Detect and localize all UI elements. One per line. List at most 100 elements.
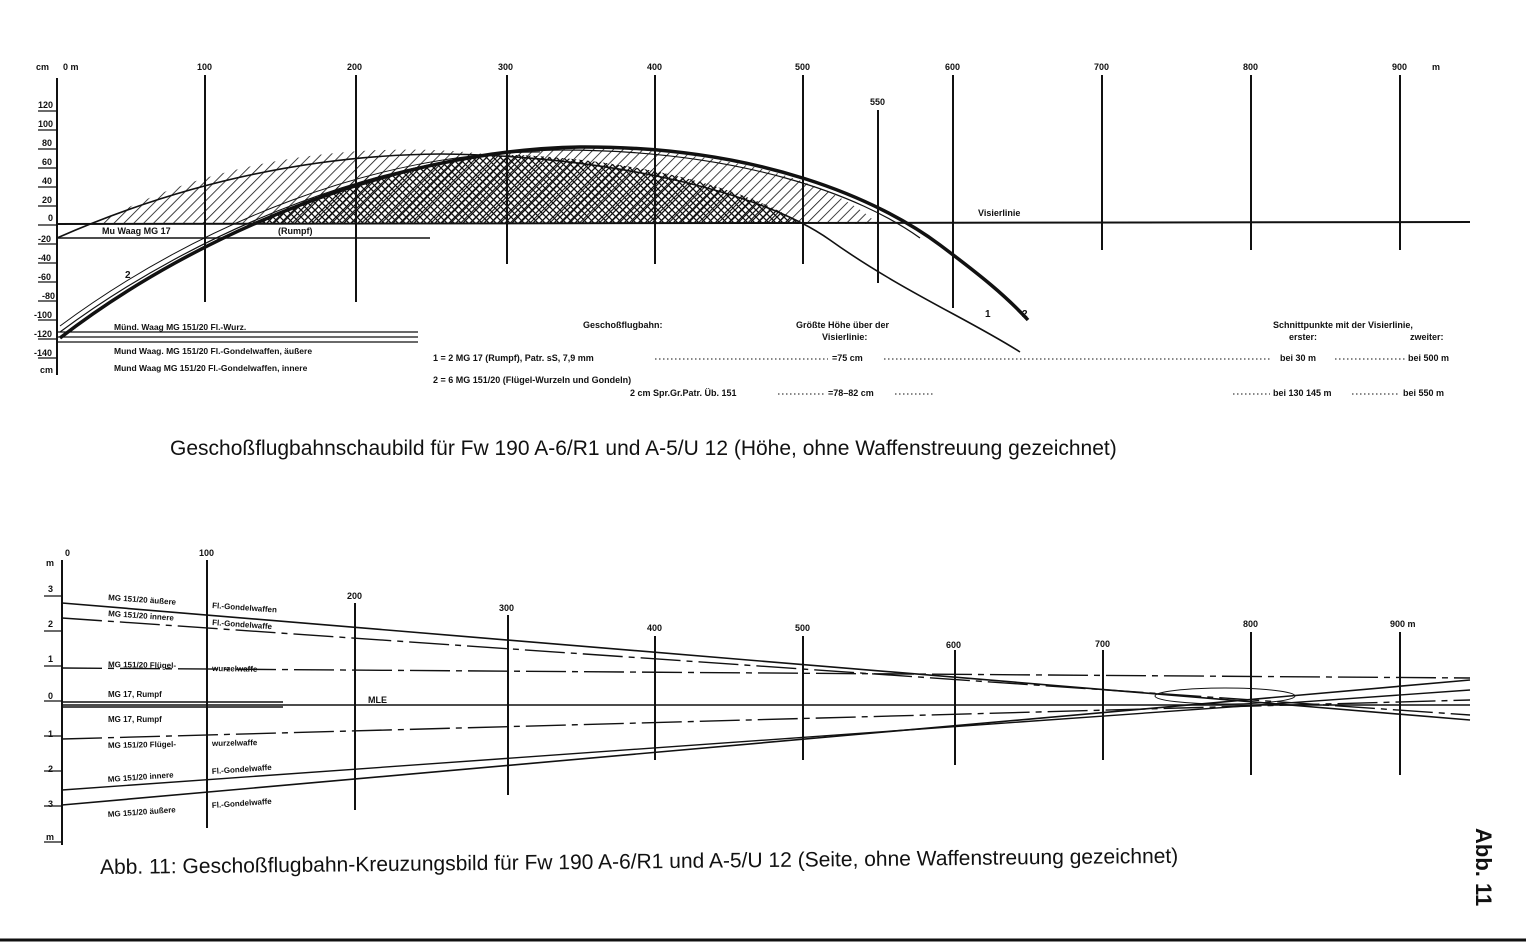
legend-col-height: Größte Höhe über der xyxy=(796,320,890,330)
top-y-label: -120 xyxy=(34,329,52,339)
mund-line-label: Mund Waag MG 151/20 Fl.-Gondelwaffen, in… xyxy=(114,363,308,373)
bottom-y-unit-top: m xyxy=(46,558,54,568)
weapon-label: MG 151/20 Flügel- xyxy=(108,660,177,670)
mund-line-label: Münd. Waag MG 151/20 Fl.-Wurz. xyxy=(114,322,246,332)
bottom-y-label: 1 xyxy=(48,729,53,739)
top-x-tick-500: 500 xyxy=(795,62,810,72)
bottom-y-unit-bottom: m xyxy=(46,832,54,842)
bottom-y-ticks xyxy=(44,595,62,843)
legend-col-trajectory: Geschoßflugbahn: xyxy=(583,320,663,330)
trajectory-overlap xyxy=(255,155,803,224)
top-x-tick-700: 700 xyxy=(1094,62,1109,72)
top-x-tick-900: 900 xyxy=(1392,62,1407,72)
rumpf-label: (Rumpf) xyxy=(278,226,313,236)
bottom-y-label: 2 xyxy=(48,764,53,774)
mle-label: MLE xyxy=(368,695,387,705)
trajectory-legend: Geschoßflugbahn: Größte Höhe über der Vi… xyxy=(433,320,1449,398)
legend-row2a: 2 = 6 MG 151/20 (Flügel-Wurzeln und Gond… xyxy=(433,375,631,385)
legend-row1-first: bei 30 m xyxy=(1280,353,1316,363)
legend-row2-first: bei 130 145 m xyxy=(1273,388,1332,398)
bottom-x-tick-900: 900 m xyxy=(1390,619,1416,629)
top-y-label: 120 xyxy=(38,100,53,110)
top-x-tick-300: 300 xyxy=(498,62,513,72)
top-x-tick-600: 600 xyxy=(945,62,960,72)
legend-row1-second: bei 500 m xyxy=(1408,353,1449,363)
top-x-tick-100: 100 xyxy=(197,62,212,72)
top-x-tick-400: 400 xyxy=(647,62,662,72)
bottom-x-tick-200: 200 xyxy=(347,591,362,601)
bottom-x-tick-800: 800 xyxy=(1243,619,1258,629)
legend-row1: 1 = 2 MG 17 (Rumpf), Patr. sS, 7,9 mm xyxy=(433,353,594,363)
top-y-ticks xyxy=(38,110,57,359)
trajectory-curve-2c xyxy=(59,151,541,327)
legend-col-second: zweiter: xyxy=(1410,332,1444,342)
inner-upper-line xyxy=(61,617,1471,716)
weapon-label: MG 151/20 äußere xyxy=(108,805,177,819)
mund-line-label: Mund Waag. MG 151/20 Fl.-Gondelwaffen, ä… xyxy=(114,346,312,356)
top-y-label: -60 xyxy=(38,272,51,282)
top-x-tick-800: 800 xyxy=(1243,62,1258,72)
bottom-x-tick-500: 500 xyxy=(795,623,810,633)
curve-2-label: 2 xyxy=(1022,309,1028,320)
trajectory-curve-2a xyxy=(58,145,1030,340)
top-y-label: -100 xyxy=(34,310,52,320)
mu-waag-mg17-label: Mu Waag MG 17 xyxy=(102,226,171,236)
curve-2-label-left: 2 xyxy=(125,270,131,281)
wingroot-lower-line xyxy=(61,699,1471,740)
bottom-x-tick-600: 600 xyxy=(946,640,961,650)
legend-col-height-2: Visierlinie: xyxy=(822,332,867,342)
sight-line-label: Visierlinie xyxy=(978,208,1020,218)
weapon-label: wurzelwaffe xyxy=(211,664,258,674)
bottom-y-label: 3 xyxy=(48,799,53,809)
bottom-x-tick-100: 100 xyxy=(199,548,214,558)
bottom-y-label: 2 xyxy=(48,619,53,629)
top-y-label: -140 xyxy=(34,348,52,358)
bottom-distance-lines xyxy=(206,560,1401,828)
height-diagram-caption: Geschoßflugbahnschaubild für Fw 190 A-6/… xyxy=(170,437,1117,460)
legend-row2-second: bei 550 m xyxy=(1403,388,1444,398)
trajectory-curve-2b xyxy=(59,149,921,333)
wingroot-upper-line xyxy=(61,667,1471,679)
legend-row1-height: =75 cm xyxy=(832,353,863,363)
top-y-label: -40 xyxy=(38,253,51,263)
weapon-label: Fl.-Gondelwaffe xyxy=(212,618,273,631)
weapon-label: Fl.-Gondelwaffe xyxy=(212,797,273,810)
trajectory-curve-1 xyxy=(56,153,1021,353)
top-y-label: -80 xyxy=(42,291,55,301)
bottom-y-label: 3 xyxy=(48,584,53,594)
top-y-label: 80 xyxy=(42,138,52,148)
outer-lower-line xyxy=(61,679,1471,806)
sight-line xyxy=(56,221,1471,225)
top-y-unit-bottom: cm xyxy=(40,365,53,375)
weapon-label: MG 17, Rumpf xyxy=(108,690,162,699)
top-y-label: -20 xyxy=(38,234,51,244)
top-y-label: 20 xyxy=(42,195,52,205)
bottom-x-tick-0: 0 xyxy=(65,548,70,558)
legend-row2-height: =78–82 cm xyxy=(828,388,874,398)
weapon-label: MG 151/20 innere xyxy=(108,770,175,784)
legend-row2b: 2 cm Spr.Gr.Patr. Üb. 151 xyxy=(630,388,737,398)
weapon-label: MG 151/20 Flügel- xyxy=(108,740,177,750)
bottom-x-tick-700: 700 xyxy=(1095,639,1110,649)
top-y-label: 0 xyxy=(48,213,53,223)
top-x-tick-0: 0 m xyxy=(63,62,79,72)
figure-side-label: Abb. 11 xyxy=(1471,828,1496,907)
top-y-unit-top: cm xyxy=(36,62,49,72)
top-y-label: 60 xyxy=(42,157,52,167)
weapon-label: MG 151/20 äußere xyxy=(108,593,177,607)
bottom-y-label: 0 xyxy=(48,691,53,701)
top-x-unit: m xyxy=(1432,62,1440,72)
weapon-label: Fl.-Gondelwaffe xyxy=(212,763,273,776)
legend-col-intersect: Schnittpunkte mit der Visierlinie, xyxy=(1273,320,1413,330)
top-y-label: 100 xyxy=(38,119,53,129)
top-y-label: 40 xyxy=(42,176,52,186)
bottom-y-label: 1 xyxy=(48,654,53,664)
bottom-x-tick-300: 300 xyxy=(499,603,514,613)
weapon-label: MG 17, Rumpf xyxy=(108,715,162,724)
crossing-ellipse xyxy=(1154,687,1296,705)
curve-1-label: 1 xyxy=(985,309,991,320)
height-diagram: 0 m 100 200 300 400 500 550 600 700 800 … xyxy=(34,62,1471,398)
bottom-x-tick-400: 400 xyxy=(647,623,662,633)
weapon-label: wurzelwaffe xyxy=(211,738,258,748)
